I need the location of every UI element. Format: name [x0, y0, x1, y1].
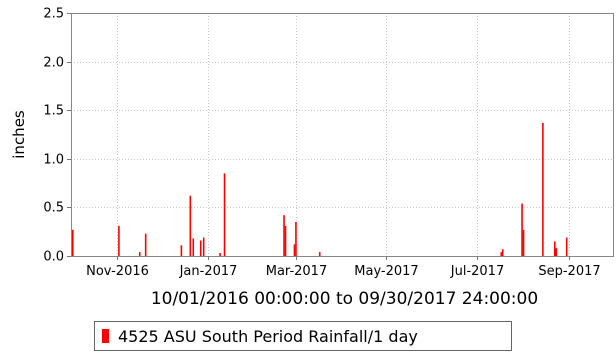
- rainfall-bar: [202, 237, 205, 256]
- rainfall-bar: [144, 233, 147, 256]
- rainfall-bar: [295, 221, 297, 256]
- legend-label: 4525 ASU South Period Rainfall/1 day: [118, 326, 418, 346]
- x-tick-label: Mar-2017: [266, 264, 327, 279]
- rainfall-bar: [284, 225, 287, 256]
- rainfall-bar: [318, 252, 321, 256]
- y-tick-label: 0.5: [43, 201, 64, 216]
- x-tick-label: Jul-2017: [450, 264, 504, 279]
- rainfall-bar: [180, 245, 183, 256]
- x-tick-label: Jan-2017: [179, 264, 238, 279]
- rainfall-bar: [71, 229, 74, 256]
- rainfall-bar: [501, 249, 504, 256]
- x-tick-label: May-2017: [354, 264, 418, 279]
- rainfall-bar: [283, 215, 285, 256]
- rainfall-bar: [555, 248, 558, 256]
- x-tick-label: Nov-2016: [86, 264, 149, 279]
- grid-lines: [71, 13, 614, 256]
- rainfall-bar: [542, 122, 544, 256]
- x-tick-label: Sep-2017: [538, 264, 600, 279]
- y-tick-label: 2.0: [43, 56, 64, 71]
- rainfall-bar: [293, 244, 296, 256]
- legend-swatch: [102, 329, 109, 343]
- plot-area-border: [71, 13, 614, 257]
- rainfall-bar: [118, 225, 120, 256]
- rainfall-bar: [192, 238, 195, 256]
- bar-series: [71, 122, 568, 256]
- legend: 4525 ASU South Period Rainfall/1 day: [94, 321, 512, 351]
- rainfall-bar: [522, 229, 525, 256]
- rainfall-bar: [521, 203, 523, 256]
- rainfall-bar: [500, 252, 503, 256]
- rainfall-bar: [138, 252, 141, 256]
- y-tick-label: 0.0: [43, 250, 64, 265]
- rainfall-bar: [565, 237, 568, 256]
- y-tick-label: 1.5: [43, 104, 64, 119]
- date-range-label: 10/01/2016 00:00:00 to 09/30/2017 24:00:…: [151, 289, 538, 309]
- y-tick-label: 1.0: [43, 153, 64, 168]
- rainfall-bar: [219, 253, 221, 256]
- rainfall-bar: [223, 173, 226, 256]
- rainfall-bar: [189, 195, 192, 256]
- y-tick-label: 2.5: [43, 7, 64, 22]
- rainfall-bar: [553, 241, 556, 256]
- rainfall-bar: [199, 240, 202, 256]
- y-axis-label: inches: [10, 110, 28, 159]
